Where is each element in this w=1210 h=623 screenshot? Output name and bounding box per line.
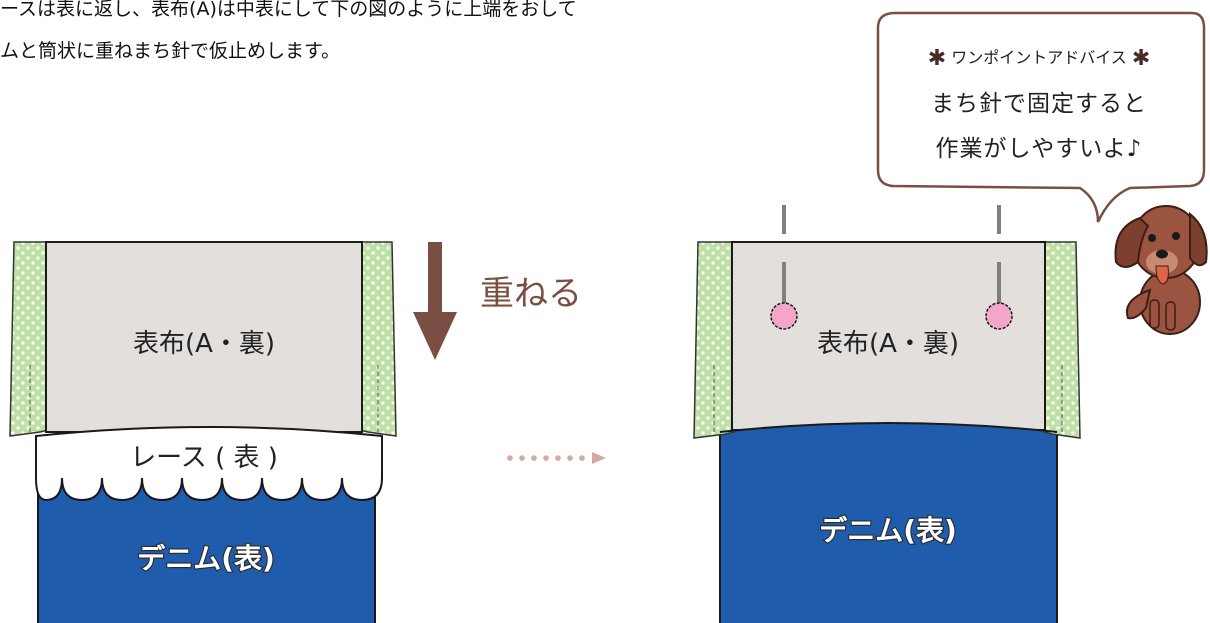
- left-lace: [35, 426, 383, 502]
- tip-title: ✱ ワンポイントアドバイス ✱: [874, 44, 1204, 71]
- left-lining-strip-right: [359, 241, 397, 437]
- tip-title-text: ワンポイントアドバイス: [951, 48, 1127, 67]
- instruction-line-2: ムと筒状に重ねまち針で仮止めします。: [0, 40, 341, 62]
- right-denim: [719, 429, 1058, 623]
- right-panel: 表布(A・裏) デニム(表): [693, 205, 1081, 623]
- asterisk-icon: ✱: [927, 46, 947, 71]
- speech-bubble: [876, 11, 1206, 223]
- left-panel: 表布(A・裏) レース ( 表 ) デニム(表): [9, 241, 397, 623]
- pin-icon: [770, 205, 798, 330]
- left-denim-label: デニム(表): [137, 542, 275, 575]
- asterisk-icon: ✱: [1131, 46, 1151, 71]
- right-lining-strip-left: [693, 241, 735, 439]
- right-denim-label: デニム(表): [819, 514, 957, 547]
- tip-line-1: まち針で固定すると: [931, 91, 1147, 117]
- instruction-line-1: ースは表に返し、表布(A)は中表にして下の図のように上端をおして: [0, 0, 577, 20]
- right-denim-top-edge: [719, 422, 1058, 433]
- overlap-label: 重ねる: [480, 274, 582, 314]
- down-arrow-icon: [413, 242, 457, 360]
- instruction-text: ースは表に返し、表布(A)は中表にして下の図のように上端をおして ムと筒状に重ね…: [0, 0, 820, 72]
- left-lace-label: レース ( 表 ): [130, 443, 278, 473]
- tip-bubble: ✱ ワンポイントアドバイス ✱ まち針で固定すると 作業がしやすいよ♪: [874, 12, 1204, 182]
- dog-icon: [1114, 205, 1208, 335]
- left-outer-fabric: [45, 241, 363, 433]
- right-outer-label: 表布(A・裏): [817, 329, 959, 359]
- left-lining-strip-left: [9, 241, 49, 437]
- pin-icon: [985, 205, 1013, 330]
- transition-arrow-icon: [507, 452, 606, 464]
- tip-line-2: 作業がしやすいよ♪: [935, 136, 1143, 162]
- left-outer-label: 表布(A・裏): [133, 329, 275, 359]
